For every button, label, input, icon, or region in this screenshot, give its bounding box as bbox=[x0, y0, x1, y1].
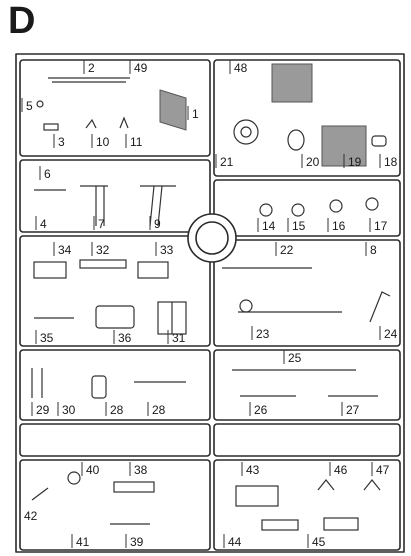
part-label-p18: 18 bbox=[384, 155, 398, 169]
panel-right-4 bbox=[213, 349, 401, 421]
panel-left-6 bbox=[19, 459, 211, 551]
part-label-p6: 6 bbox=[44, 167, 51, 181]
part-label-p42: 42 bbox=[24, 509, 38, 523]
part-label-p29: 29 bbox=[36, 403, 50, 417]
part-label-p43: 43 bbox=[246, 463, 260, 477]
part-label-p41: 41 bbox=[76, 535, 90, 549]
part-sketches bbox=[31, 77, 391, 531]
part-label-p5: 5 bbox=[26, 99, 33, 113]
part-label-p46: 46 bbox=[334, 463, 348, 477]
part-label-p40: 40 bbox=[86, 463, 100, 477]
part-label-p15: 15 bbox=[292, 219, 306, 233]
panel-right-6 bbox=[213, 459, 401, 551]
part-label-p33: 33 bbox=[160, 243, 174, 257]
panel-right-5 bbox=[213, 423, 401, 457]
sprue-ring-outer bbox=[187, 213, 237, 263]
part-label-p1: 1 bbox=[192, 107, 199, 121]
shaded-parts bbox=[159, 63, 367, 167]
part-label-p47: 47 bbox=[376, 463, 390, 477]
sprue-ring-inner bbox=[195, 221, 229, 255]
part-label-p48: 48 bbox=[234, 61, 248, 75]
part-label-p27: 27 bbox=[346, 403, 360, 417]
panel-left-2 bbox=[19, 159, 211, 233]
part-label-p32: 32 bbox=[96, 243, 110, 257]
part-label-p21: 21 bbox=[220, 155, 234, 169]
part-label-p4: 4 bbox=[40, 217, 47, 231]
part-label-p24: 24 bbox=[384, 327, 398, 341]
part-label-p26: 26 bbox=[254, 403, 268, 417]
part-label-p19: 19 bbox=[348, 155, 362, 169]
part-label-p25: 25 bbox=[288, 351, 302, 365]
panel-right-3 bbox=[213, 239, 401, 347]
part-label-p44: 44 bbox=[228, 535, 242, 549]
shaded-part-48 bbox=[271, 63, 313, 103]
part-label-p7: 7 bbox=[98, 217, 105, 231]
part-label-p28b: 28 bbox=[152, 403, 166, 417]
part-label-p10: 10 bbox=[96, 135, 110, 149]
part-label-p16: 16 bbox=[332, 219, 346, 233]
part-label-p11: 11 bbox=[130, 135, 143, 149]
part-label-p9: 9 bbox=[154, 217, 161, 231]
panel-left-1 bbox=[19, 59, 211, 157]
part-label-p49: 49 bbox=[134, 61, 148, 75]
panel-left-3 bbox=[19, 235, 211, 347]
part-label-p30: 30 bbox=[62, 403, 76, 417]
panel-left-4 bbox=[19, 349, 211, 421]
part-label-p28a: 28 bbox=[110, 403, 124, 417]
part-label-p45: 45 bbox=[312, 535, 326, 549]
part-label-p35: 35 bbox=[40, 331, 54, 345]
panel-right-2 bbox=[213, 179, 401, 237]
part-label-p23: 23 bbox=[256, 327, 270, 341]
panel-right-1 bbox=[213, 59, 401, 177]
part-label-p17: 17 bbox=[374, 219, 388, 233]
part-label-p22: 22 bbox=[280, 243, 294, 257]
part-label-p38: 38 bbox=[134, 463, 148, 477]
part-label-p3: 3 bbox=[58, 135, 65, 149]
part-label-p31: 31 bbox=[172, 331, 186, 345]
part-label-p39: 39 bbox=[130, 535, 144, 549]
panel-left-5 bbox=[19, 423, 211, 457]
runner-frame-outer bbox=[15, 53, 405, 553]
part-label-p20: 20 bbox=[306, 155, 320, 169]
part-label-p14: 14 bbox=[262, 219, 276, 233]
part-label-p34: 34 bbox=[58, 243, 72, 257]
part-label-p2: 2 bbox=[88, 61, 95, 75]
shaded-part-1 bbox=[159, 89, 187, 131]
part-label-p8: 8 bbox=[370, 243, 377, 257]
sheet-letter: D bbox=[8, 0, 36, 42]
part-label-p36: 36 bbox=[118, 331, 132, 345]
